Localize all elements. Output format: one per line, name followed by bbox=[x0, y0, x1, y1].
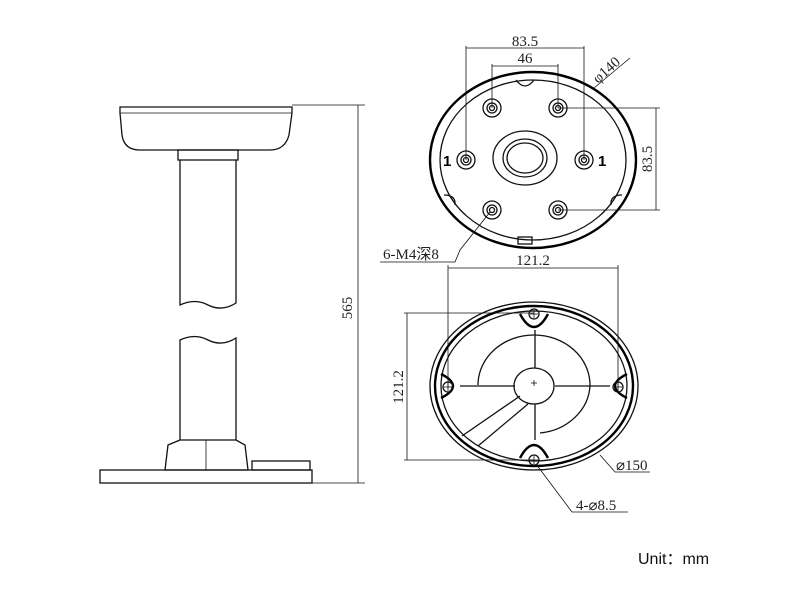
dimension-121-2-vertical: 121.2 bbox=[391, 370, 407, 404]
top-view: 1 1 83.5 46 φ140 83.5 6-M4深8 bbox=[380, 34, 660, 263]
unit-label: Unit：mm bbox=[638, 551, 710, 568]
dimension-83-5-horizontal: 83.5 bbox=[512, 34, 538, 50]
dimension-83-5-vertical: 83.5 bbox=[640, 146, 656, 172]
dimension-phi140: φ140 bbox=[590, 54, 624, 87]
bottom-view: 121.2 121.2 ⌀150 4-⌀8.5 bbox=[391, 253, 650, 514]
dimension-121-2-horizontal: 121.2 bbox=[516, 253, 550, 269]
screw-holes bbox=[456, 98, 594, 220]
dimension-46: 46 bbox=[518, 51, 534, 67]
hole-mark-left: 1 bbox=[443, 153, 451, 170]
side-view: 565 bbox=[99, 104, 365, 484]
holes-spec-label: 4-⌀8.5 bbox=[576, 498, 616, 514]
screw-spec-label: 6-M4深8 bbox=[383, 246, 439, 263]
hole-mark-right: 1 bbox=[598, 153, 606, 170]
dimension-565: 565 bbox=[340, 297, 356, 320]
dimension-diameter-150: ⌀150 bbox=[616, 458, 648, 474]
